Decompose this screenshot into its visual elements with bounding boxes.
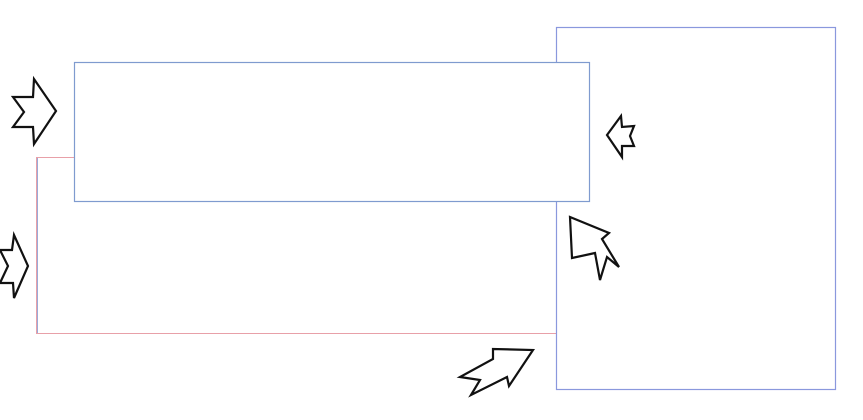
arrow-diagonal-bottom-icon xyxy=(456,347,536,398)
arrow-right-left-edge-icon xyxy=(0,231,30,299)
right-box xyxy=(555,26,837,391)
front-box xyxy=(73,61,591,203)
arrow-left-small-icon xyxy=(605,113,636,161)
arrow-right-top-icon xyxy=(10,75,58,148)
arrow-cursor-icon xyxy=(568,215,620,281)
